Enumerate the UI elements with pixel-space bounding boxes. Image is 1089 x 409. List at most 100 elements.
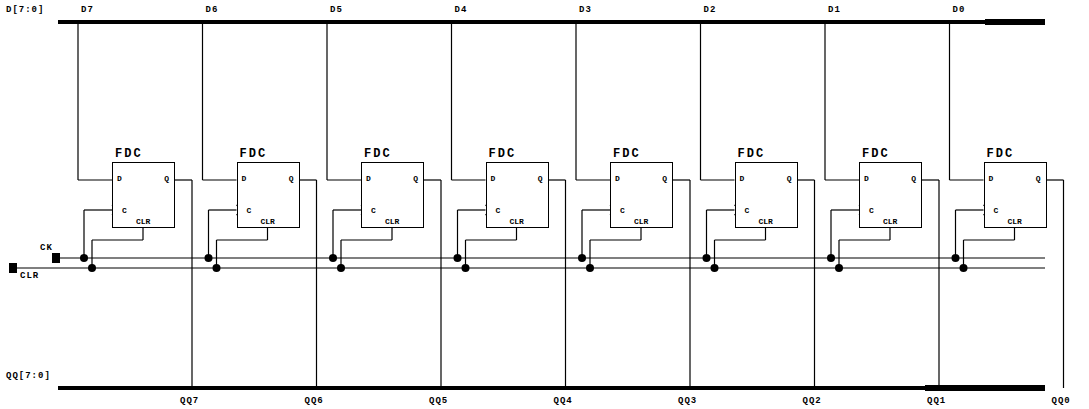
junction-dot [827,254,835,262]
wire [565,180,566,388]
wire [451,22,452,180]
pin-label: Q [911,175,916,183]
signal-name: QQ3 [678,397,697,406]
wire [142,228,143,240]
pin-label: CLR [634,218,648,226]
signal-name: QQ0 [1052,397,1071,406]
pin-label: C [247,207,252,215]
wire [1047,179,1064,180]
wire [1063,180,1064,388]
wire [77,22,78,180]
junction-dot [711,264,719,272]
junction-dot [88,264,96,272]
flip-flop-box: FDCDQCCLR [610,162,673,228]
wire [326,22,327,180]
wire [714,240,715,268]
bus-name: QQ[7:0] [6,372,51,381]
pin-label: Q [164,175,169,183]
wire [91,240,92,268]
wire [333,209,361,210]
wire [424,179,441,180]
wire [814,180,815,388]
signal-name: D4 [455,6,468,15]
wire [516,228,517,240]
signal-name: D7 [81,6,94,15]
flip-flop-box: FDCDQCCLR [112,162,175,228]
pin-label: CLR [385,218,399,226]
wire [640,228,641,240]
wire [575,22,576,180]
junction-dot [960,264,968,272]
wire [582,209,610,210]
pin-label: CLR [1008,218,1022,226]
pin-label: Q [662,175,667,183]
wire [209,209,237,210]
wire [938,180,939,388]
wire [191,180,192,388]
wire [202,22,203,180]
pin-label: Q [538,175,543,183]
wire [58,386,1045,390]
signal-name: D3 [579,6,592,15]
part-name: FDC [115,148,143,160]
pin-label: C [620,207,625,215]
signal-name: D1 [828,6,841,15]
wire [700,22,701,180]
wire [14,267,1045,268]
wire [216,240,217,268]
pin-label: Q [289,175,294,183]
wire [203,179,237,180]
wire [839,239,890,240]
signal-name: D2 [704,6,717,15]
part-name: FDC [862,148,890,160]
flip-flop-box: FDCDQCCLR [735,162,798,228]
wire [689,180,690,388]
signal-name: QQ1 [927,397,946,406]
pin-label: Q [1036,175,1041,183]
signal-name: D5 [330,6,343,15]
wire [589,240,590,268]
pin-label: CLR [510,218,524,226]
junction-dot [703,254,711,262]
wire [458,209,486,210]
wire [590,239,641,240]
flip-flop-box: FDCDQCCLR [984,162,1047,228]
wire [707,209,735,210]
wire [706,210,707,258]
pin-label: C [496,207,501,215]
wire [84,209,112,210]
part-name: FDC [738,148,766,160]
wire [316,180,317,388]
signal-name: D0 [953,6,966,15]
wire [765,228,766,240]
wire [58,20,1045,24]
wire [949,22,950,180]
wire [391,228,392,240]
wire [466,239,517,240]
wire [830,210,831,258]
wire [341,239,392,240]
wire [327,179,361,180]
pin-label: C [745,207,750,215]
wire [1014,228,1015,240]
wire [217,239,268,240]
flip-flop-box: FDCDQCCLR [237,162,300,228]
wire [175,179,192,180]
wire [452,179,486,180]
wire [465,240,466,268]
wire [581,210,582,258]
junction-dot [80,254,88,262]
wire [831,209,859,210]
wire [457,210,458,258]
wire [922,179,939,180]
pin-label: D [615,175,620,183]
pin-label: D [242,175,247,183]
signal-name: QQ4 [554,397,573,406]
flip-flop-box: FDCDQCCLR [859,162,922,228]
signal-name: QQ6 [305,397,324,406]
pin-label: C [122,207,127,215]
pin-label: C [994,207,999,215]
junction-dot [835,264,843,272]
wire [824,22,825,180]
wire [267,228,268,240]
